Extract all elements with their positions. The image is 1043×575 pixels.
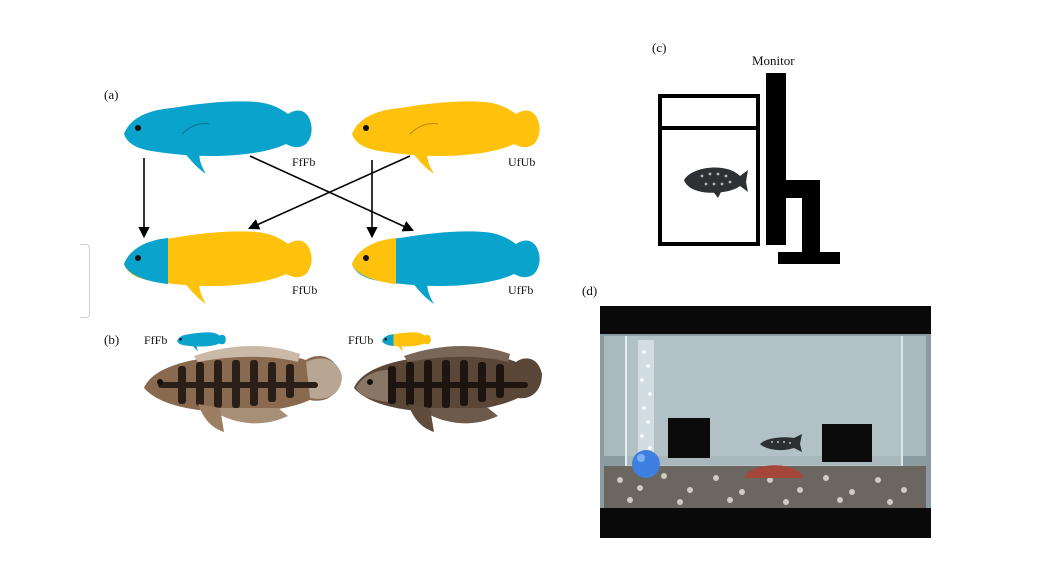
label-fffb: FfFb: [292, 155, 316, 169]
panel-b-label: (b): [104, 332, 120, 347]
schematic-fish: [684, 167, 748, 198]
panel-c-label: (c): [652, 40, 667, 55]
label-ffub: FfUb: [292, 283, 318, 297]
monitor-label: Monitor: [752, 53, 795, 68]
arrow-ufub-to-ffub: [247, 155, 411, 230]
icon-fish-fffb: [177, 332, 226, 352]
monitor-base: [778, 252, 840, 264]
icon-fish-ffub: [382, 332, 431, 352]
page-edge-bracket: [80, 244, 90, 318]
fish-ffub: [124, 231, 312, 304]
fish-uffb: [352, 231, 540, 304]
label-ufub: UfUb: [508, 155, 536, 169]
photo-fish-ffub: [354, 345, 542, 432]
monitor-screen: [766, 73, 786, 245]
fish-fffb: [124, 101, 312, 174]
monitor-stand: [802, 196, 820, 252]
photo-fish-fffb: [144, 345, 342, 432]
label-uffb: UfFb: [508, 283, 534, 297]
arrow-fffb-to-uffb: [249, 155, 415, 232]
tank-outline: [658, 94, 760, 246]
panel-d-aquarium: [600, 306, 931, 538]
photo-label-fffb: FfFb: [144, 333, 168, 347]
fish-ufub: [352, 101, 540, 174]
panel-a-label: (a): [104, 87, 119, 102]
panel-c-schematic: [658, 73, 840, 264]
monitor-arm: [786, 180, 820, 198]
photo-label-ffub: FfUb: [348, 333, 374, 347]
panel-d-label: (d): [582, 283, 598, 298]
